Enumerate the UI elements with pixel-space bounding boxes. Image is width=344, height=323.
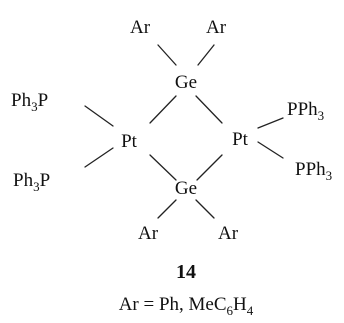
pph3-top-right-label: PPh3 bbox=[287, 99, 324, 123]
bond-ar-top-right-ge bbox=[197, 44, 215, 66]
ph3p-top-left-label: Ph3P bbox=[11, 90, 48, 114]
bond-pt-right-pph3-bottom bbox=[257, 141, 284, 159]
bond-ge-bottom-ar-right bbox=[195, 199, 215, 219]
pph3-bottom-right-label: PPh3 bbox=[295, 159, 332, 183]
ph3p-bottom-left-label: Ph3P bbox=[13, 170, 50, 194]
ge-bottom-label: Ge bbox=[175, 178, 197, 199]
bond-ge-top-pt-right bbox=[195, 95, 223, 124]
ar-top-left-label: Ar bbox=[130, 17, 151, 38]
ar-bottom-right-label: Ar bbox=[218, 223, 239, 244]
pt-left-label: Pt bbox=[121, 131, 138, 152]
ge-top-label: Ge bbox=[175, 72, 197, 93]
bond-pt-right-pph3-top bbox=[257, 117, 284, 129]
bond-ph3p-bottom-pt-left bbox=[84, 147, 114, 168]
bond-ge-bottom-ar-left bbox=[157, 199, 177, 219]
bond-ph3p-top-pt-left bbox=[84, 105, 114, 127]
bond-ar-top-left-ge bbox=[157, 44, 177, 66]
pt-right-label: Pt bbox=[232, 129, 249, 150]
compound-number: 14 bbox=[176, 261, 196, 283]
ar-definition: Ar = Ph, MeC6H4 bbox=[119, 294, 254, 318]
bond-ge-top-pt-left bbox=[149, 95, 177, 124]
bond-pt-right-ge-bottom bbox=[196, 154, 223, 181]
bond-pt-left-ge-bottom bbox=[149, 154, 177, 181]
ar-top-right-label: Ar bbox=[206, 17, 227, 38]
bonds bbox=[84, 44, 284, 219]
ar-bottom-left-label: Ar bbox=[138, 223, 159, 244]
